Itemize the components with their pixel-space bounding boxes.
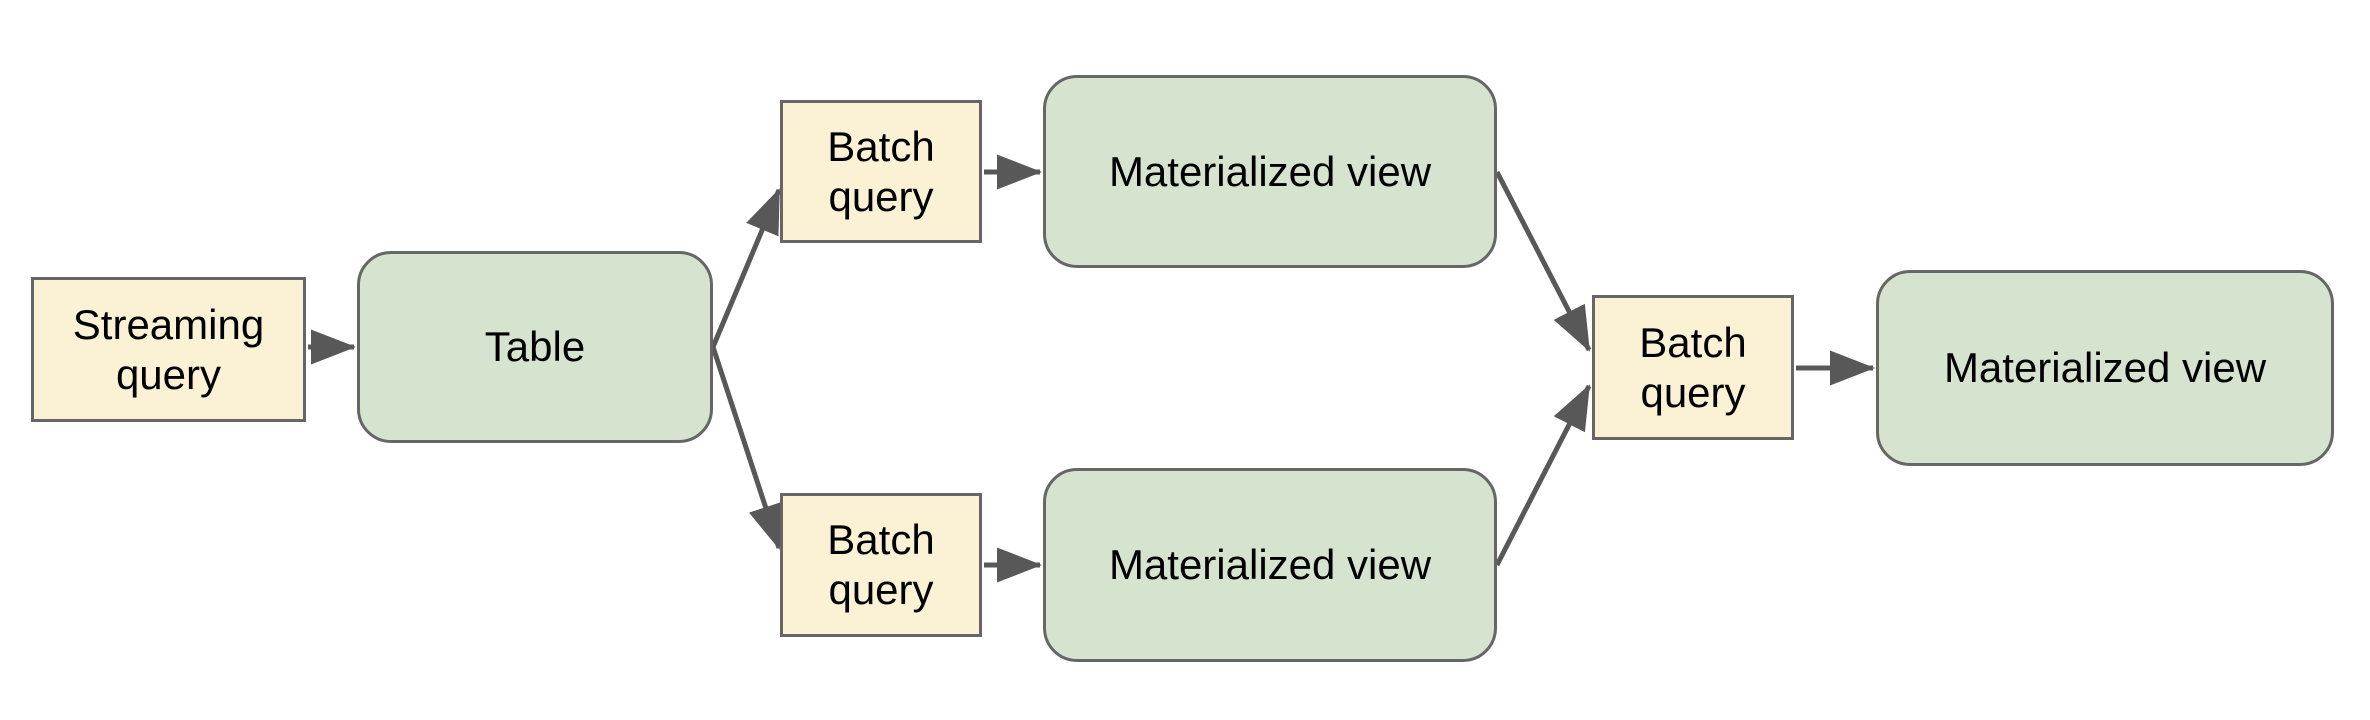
node-materialized-view-top-label: Materialized view [1108, 147, 1432, 195]
node-materialized-view-final-label: Materialized view [1943, 344, 2267, 392]
node-batch-query-bottom[interactable]: Batch query [780, 493, 982, 637]
node-batch-query-top[interactable]: Batch query [780, 100, 982, 243]
node-batch-query-merge-label: Batch query [1639, 318, 1747, 416]
node-table[interactable]: Table [357, 251, 713, 443]
node-materialized-view-top[interactable]: Materialized view [1043, 75, 1497, 268]
node-batch-query-merge[interactable]: Batch query [1592, 295, 1794, 440]
node-streaming-query[interactable]: Streaming query [31, 277, 306, 422]
edge-table-to-batch-query-bottom [710, 346, 783, 550]
node-materialized-view-bottom[interactable]: Materialized view [1043, 468, 1497, 662]
node-table-label: Table [484, 323, 586, 371]
node-materialized-view-final[interactable]: Materialized view [1876, 270, 2334, 466]
edge-table-to-batch-query-top [710, 188, 782, 348]
node-batch-query-bottom-label: Batch query [827, 516, 935, 613]
node-materialized-view-bottom-label: Materialized view [1108, 541, 1432, 589]
node-batch-query-top-label: Batch query [827, 122, 935, 220]
node-streaming-query-label: Streaming query [72, 300, 265, 398]
edge-materialized-view-bottom-to-batch-query-merge [1494, 384, 1592, 567]
edge-materialized-view-top-to-batch-query-merge [1494, 170, 1592, 352]
